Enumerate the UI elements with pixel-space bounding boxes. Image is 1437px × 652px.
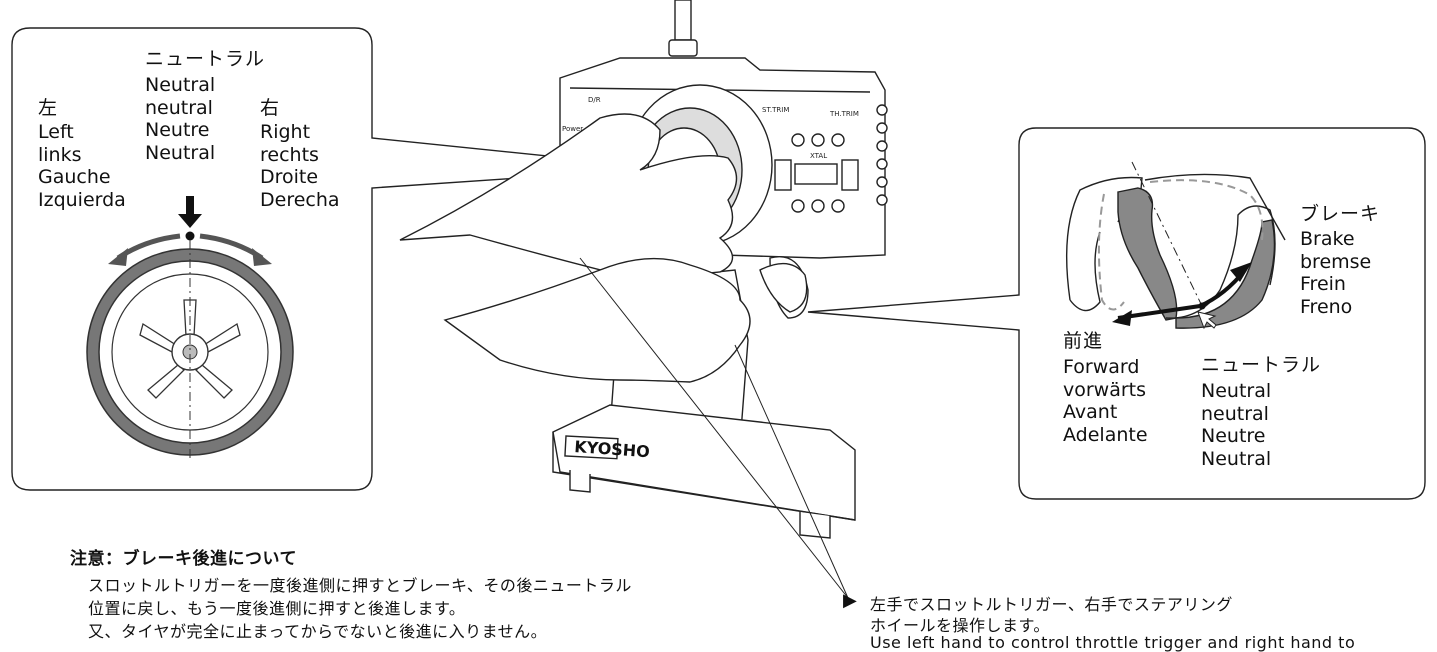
throttle-brake-fr: Frein [1300,273,1346,295]
th-trim-label: TH.TRIM [829,110,859,118]
right-arrow-head [252,248,272,266]
throttle-neutral-fr: Neutre [1201,425,1266,447]
steering-neutral-fr: Neutre [145,119,210,141]
throttle-brake-de: bremse [1300,250,1372,273]
steering-left-jp: 左 [38,97,59,119]
throttle-trigger-icon [1065,173,1286,329]
steering-neutral-en: Neutral [145,74,216,96]
forward-arrow-head [1112,310,1132,326]
throttle-forward-en: Forward [1063,356,1140,378]
throttle-neutral-es: Neutral [1201,447,1272,470]
steering-neutral-labels: Neutral neutral Neutre Neutral [145,74,215,164]
throttle-forward-jp: 前進 [1063,330,1104,352]
steering-right-jp: 右 [260,97,281,119]
throttle-forward-es: Adelante [1063,423,1148,446]
throttle-brake-labels: Brake bremse Frein Freno [1300,228,1371,318]
throttle-forward-labels: Forward vorwärts Avant Adelante [1063,356,1148,446]
st-trim-label: ST.TRIM [762,106,789,114]
dr-label: D/R [588,96,601,104]
hands-illustration [399,113,808,383]
steering-right-fr: Droite [260,166,319,188]
throttle-brake-jp: ブレーキ [1300,203,1381,225]
throttle-neutral-jp: ニュートラル [1201,354,1322,376]
steering-left-labels: Left links Gauche Izquierda [38,121,126,211]
steering-neutral-jp: ニュートラル [145,48,266,70]
throttle-brake-en: Brake [1300,228,1355,250]
steering-neutral-de: neutral [145,96,213,119]
throttle-brake-es: Freno [1300,295,1353,318]
caution-line-1: スロットルトリガーを一度後進側に押すとブレーキ、その後ニュートラル [88,576,632,595]
left-arrow-head [108,248,128,266]
trigger-axis [1131,161,1203,307]
trigger-range-dashed [1097,179,1264,311]
steering-wheel-icon [86,240,294,462]
steering-right-de: rechts [260,143,319,166]
steering-neutral-es: Neutral [145,141,216,164]
throttle-forward-de: vorwärts [1063,378,1147,401]
operation-line-2: ホイールを操作します。 [870,616,1050,635]
trigger-neutral-point [1198,302,1206,310]
operation-marker-icon: ▶ [843,590,857,611]
brake-arrow-head [1230,262,1252,282]
steering-left-es: Izquierda [38,188,126,211]
neutral-point [185,231,195,241]
throttle-neutral-labels: Neutral neutral Neutre Neutral [1201,380,1271,470]
caution-title: 注意：ブレーキ後進について [70,549,297,569]
steering-left-en: Left [38,121,74,143]
steering-right-en: Right [260,121,311,143]
steering-left-fr: Gauche [38,166,111,188]
operation-line-1: 左手でスロットルトリガー、右手でステアリング [870,595,1233,614]
pointer-cursor-icon [1197,311,1217,330]
operation-pointer-lines [579,257,849,599]
steering-right-es: Derecha [260,188,340,211]
steering-left-de: links [38,143,82,166]
throttle-neutral-de: neutral [1201,402,1269,425]
throttle-neutral-en: Neutral [1201,380,1272,402]
steering-right-labels: Right rechts Droite Derecha [260,121,340,211]
throttle-forward-fr: Avant [1063,401,1118,423]
xtal-label: XTAL [810,152,827,160]
caution-line-3: 又、タイヤが完全に止まってからでないと後進に入りません。 [88,622,548,641]
neutral-down-arrow [186,196,194,216]
power-label: Power [562,125,583,133]
caution-line-2: 位置に戻し、もう一度後進側に押すと後進します。 [88,599,466,618]
